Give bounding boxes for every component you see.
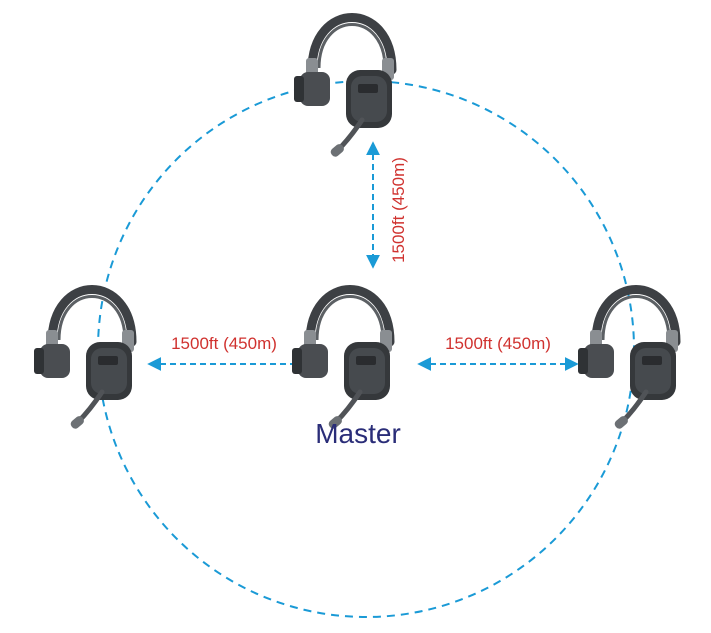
headset-icon [34,290,134,431]
headset-icon [294,18,394,159]
headset-icon [292,290,392,431]
distance-label-right: 1500ft (450m) [445,334,551,353]
distance-label-left: 1500ft (450m) [171,334,277,353]
distance-label-top: 1500ft (450m) [389,157,408,263]
master-label: Master [315,418,401,449]
